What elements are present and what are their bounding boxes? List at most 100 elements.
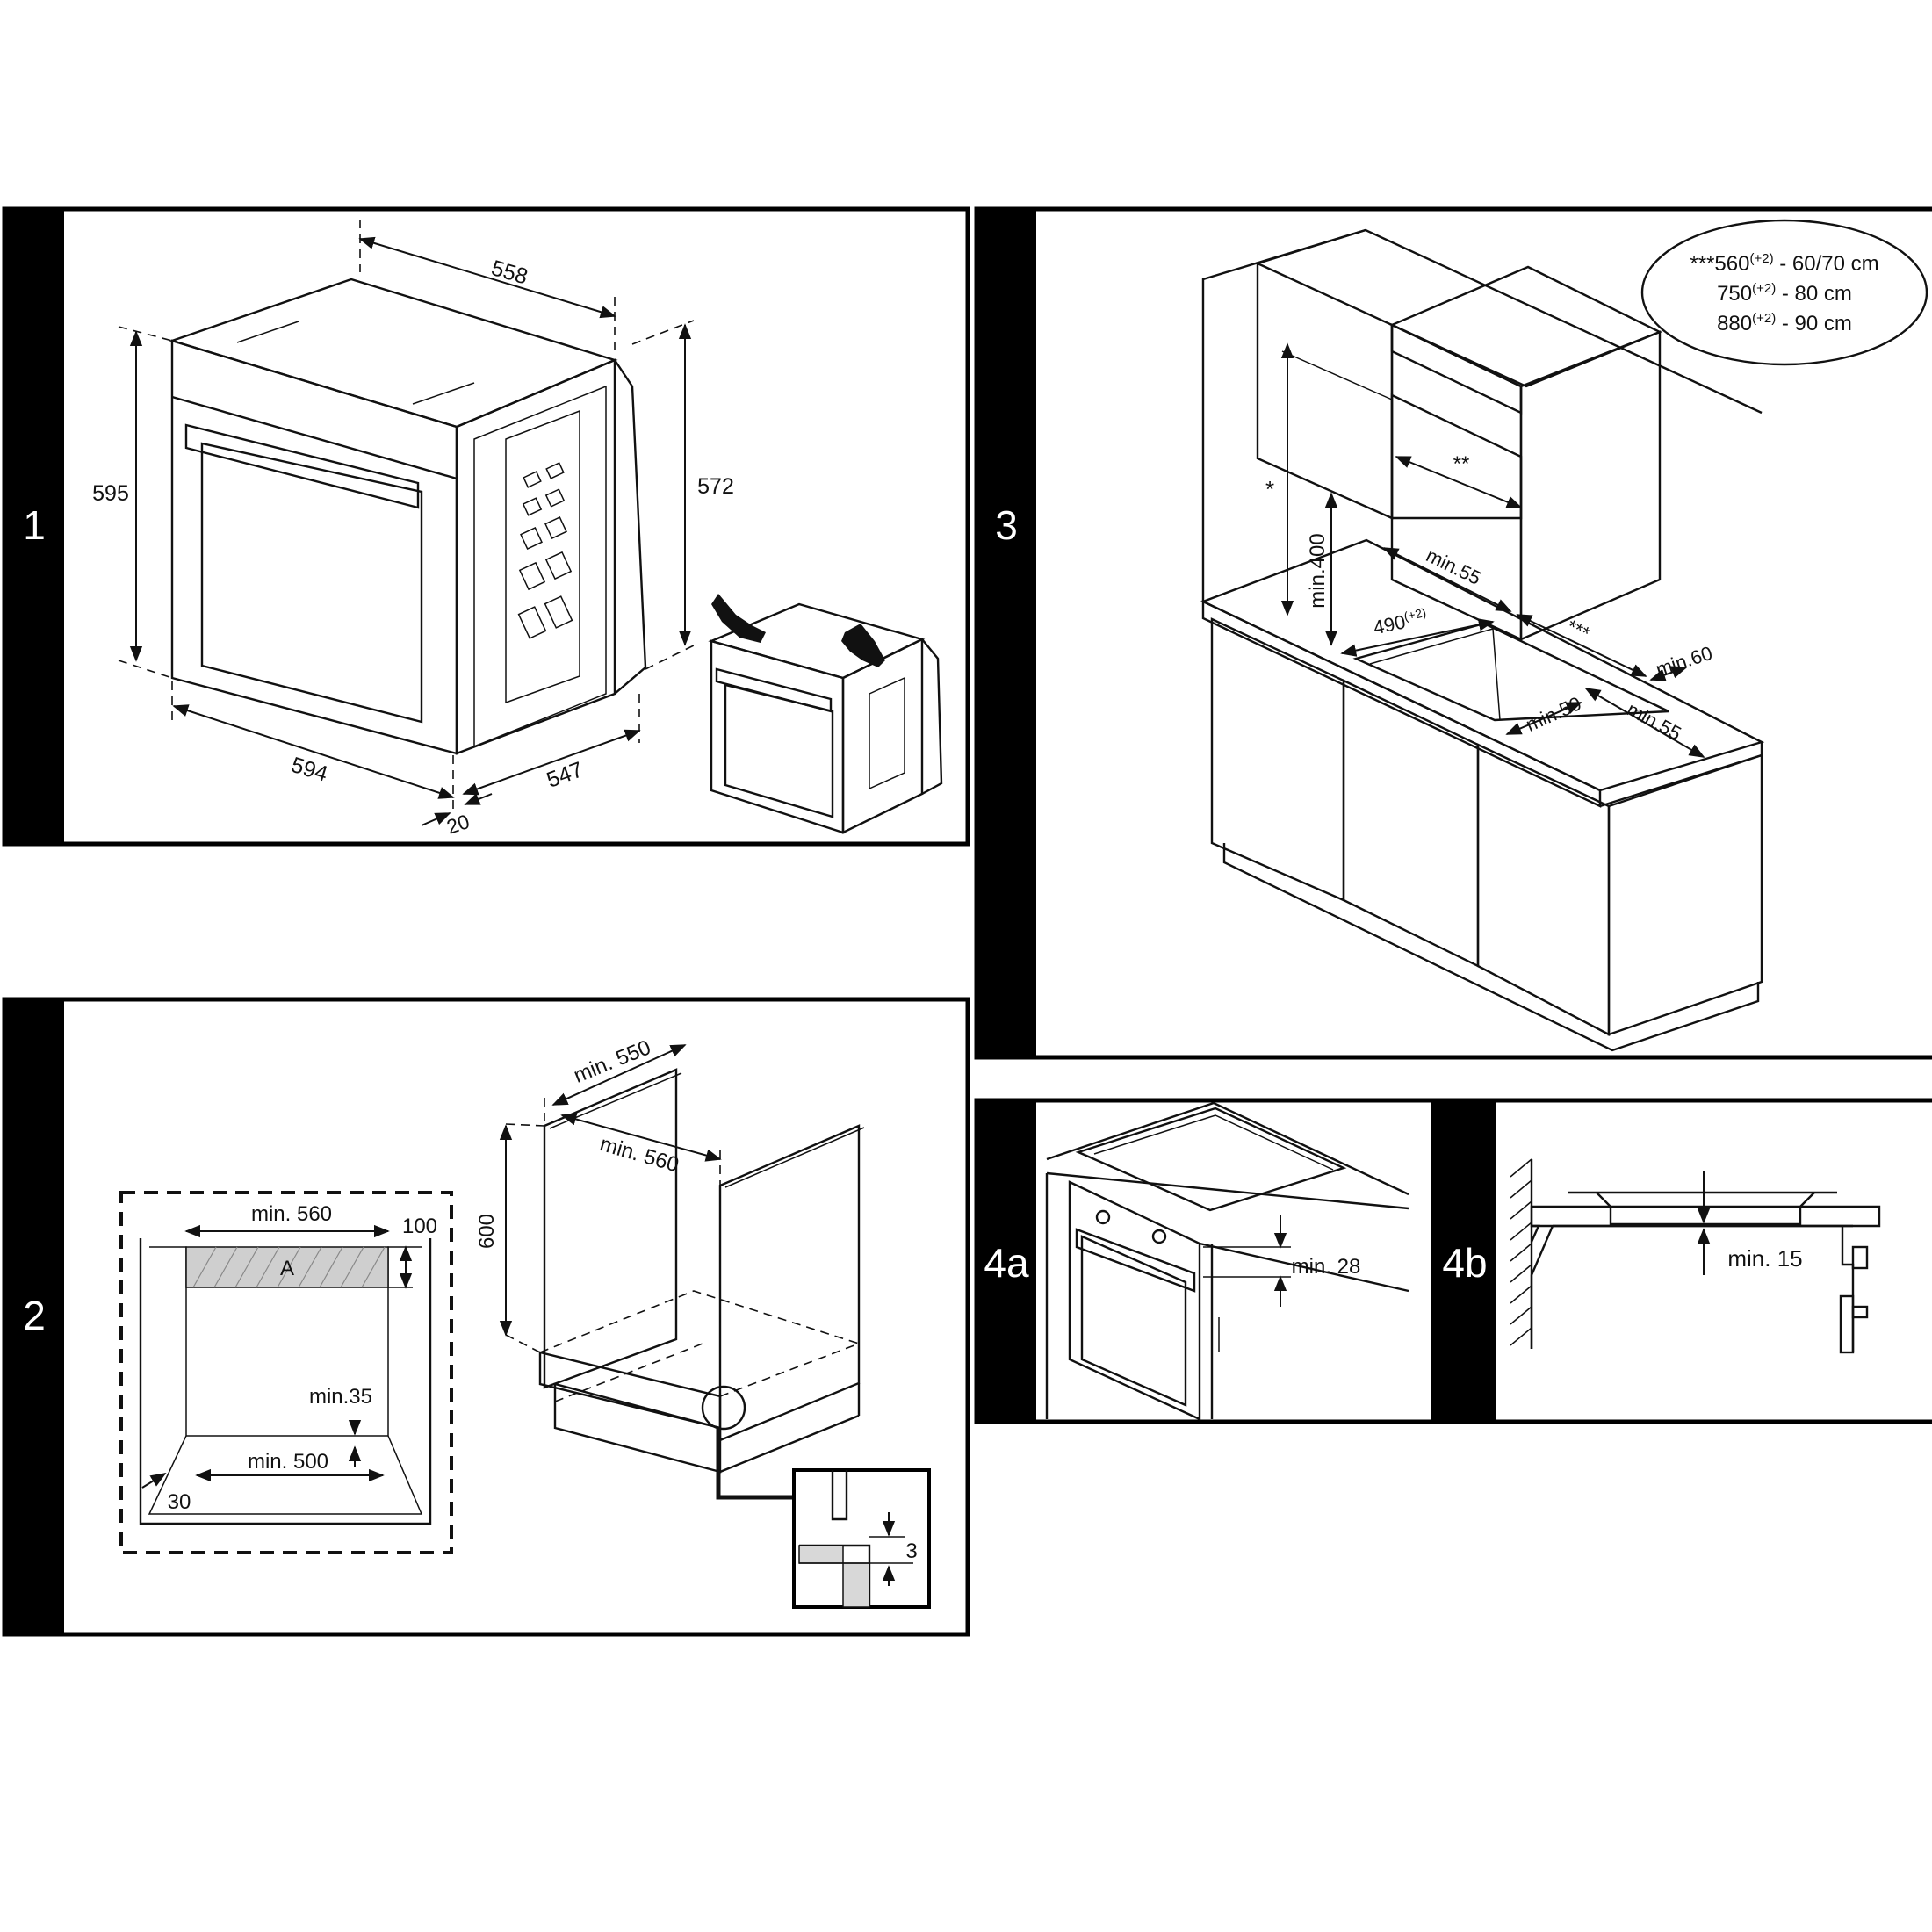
panel-4b-frame	[1431, 1098, 1932, 1424]
built-in-oven-handle	[1075, 1228, 1196, 1293]
hob-section-drawing	[1510, 1158, 1881, 1354]
min-28-label: min. 28	[1292, 1255, 1361, 1279]
built-in-oven-front	[1068, 1180, 1201, 1421]
oven-side-vent-area	[505, 409, 580, 704]
dim-594-label: 594	[288, 753, 330, 787]
hob-oven-drawing	[1045, 1101, 1409, 1421]
oven-drawing-large	[169, 278, 647, 755]
dim-558-label: 558	[488, 256, 530, 289]
detail-3-label: 3	[905, 1539, 917, 1563]
upper-cabinet-side	[1519, 330, 1662, 641]
cabinet-iso-view	[499, 1044, 865, 1500]
oven-vent-slots	[517, 462, 573, 639]
min-550-label: min. 550	[570, 1035, 653, 1088]
hood-front	[1390, 323, 1523, 415]
oven-side-face	[455, 358, 616, 755]
panel-4a: 4a min. 28	[974, 1098, 1436, 1424]
small-oven-handle	[715, 667, 833, 713]
cutout-front-view	[119, 1191, 453, 1554]
panel-4a-frame	[974, 1098, 1436, 1424]
panel-4b-tab	[1433, 1100, 1496, 1422]
legend-ellipse	[1640, 219, 1928, 366]
bracket-lower	[1839, 1294, 1855, 1354]
cutout-dashed-outline	[119, 1191, 453, 1554]
panel-4b: 4b min. 15	[1431, 1098, 1932, 1424]
oven-side-panel	[473, 385, 607, 748]
min-500-label: min. 500	[248, 1450, 328, 1474]
oven-drawing-small	[708, 594, 943, 834]
base-door-1	[1210, 617, 1345, 902]
front-min-560-label: min. 560	[251, 1202, 332, 1226]
area-a-100-label: 100	[402, 1215, 437, 1238]
dimensions-panel-1	[118, 220, 695, 826]
dim-572-label: 572	[697, 474, 734, 499]
star-label: *	[1265, 476, 1274, 502]
cabinet-left-panel	[543, 1068, 678, 1389]
oven-knob-2-icon	[1151, 1229, 1167, 1244]
oven-side-flange	[614, 359, 647, 695]
hob-body	[1596, 1192, 1815, 1226]
small-oven-front	[710, 639, 845, 834]
oven-door-window	[200, 442, 423, 724]
panel-2-number: 2	[23, 1293, 46, 1338]
panel-1-tab	[4, 209, 64, 844]
oven-handle	[184, 423, 420, 509]
panel-4a-tab	[977, 1100, 1036, 1422]
min-60-label: min.60	[1653, 642, 1715, 681]
hob-cutout	[1352, 622, 1669, 722]
min-15-label: min. 15	[1727, 1245, 1802, 1272]
bracket-upper	[1851, 1245, 1869, 1270]
detail-box	[792, 1468, 931, 1609]
double-star-label: **	[1453, 452, 1470, 476]
oven-control-line	[171, 395, 458, 480]
oven-front-face	[170, 339, 458, 755]
panel-2-tab	[4, 999, 64, 1634]
small-oven-vents	[869, 676, 905, 790]
hand-right-icon	[841, 624, 885, 667]
panel-3-frame	[974, 206, 1932, 1060]
kitchen-drawing	[1200, 228, 1765, 1052]
legend-line-3: 880(+2) - 90 cm	[1717, 311, 1852, 335]
oven-top-vent-left	[236, 321, 299, 343]
cutout-outer	[139, 1238, 432, 1525]
small-oven-top	[708, 602, 926, 680]
min-35-label: min.35	[309, 1385, 372, 1409]
plinth	[1222, 843, 1760, 1052]
small-oven-window	[724, 683, 834, 818]
panel-1: 1	[2, 206, 970, 847]
hand-left-icon	[711, 594, 766, 643]
height-600-label: 600	[475, 1214, 499, 1249]
worktop-section	[1530, 1205, 1881, 1228]
left-30-label: 30	[168, 1490, 191, 1514]
area-a-hatched	[185, 1246, 389, 1288]
legend-line-2: 750(+2) - 80 cm	[1717, 281, 1852, 306]
legend-line-1: ***560(+2) - 60/70 cm	[1690, 251, 1878, 276]
panel-2: 2 min. 560 A 100 min.35	[2, 997, 970, 1637]
hood-body	[1390, 393, 1523, 520]
cabinet-plinth	[553, 1382, 722, 1474]
hob-top	[1075, 1107, 1347, 1212]
upper-cabinet-top	[1389, 265, 1662, 388]
small-oven-side	[841, 638, 924, 834]
base-side	[1607, 753, 1763, 1036]
panel-1-frame	[2, 206, 970, 847]
min-560-depth-label: min. 560	[597, 1132, 681, 1177]
oven-top-face	[169, 278, 618, 429]
panel-4b-number: 4b	[1442, 1240, 1487, 1286]
detail-callout-circle	[701, 1385, 746, 1431]
base-door-3	[1476, 743, 1611, 1036]
built-in-oven-window	[1080, 1235, 1187, 1407]
min-50-label: min.50	[1523, 692, 1585, 736]
detail-leader-line	[716, 1429, 794, 1500]
oven-top-vent-right	[412, 382, 475, 405]
cutout-490-label: 490(+2)	[1371, 605, 1429, 638]
panel-1-number: 1	[23, 502, 46, 548]
small-oven-flange	[921, 638, 943, 796]
panel-3: 3 ***560(+2) - 60/70 cm 750(+2) - 80 cm …	[974, 206, 1932, 1060]
oven-knob-1-icon	[1095, 1209, 1111, 1225]
dim-595-label: 595	[92, 481, 129, 506]
panel-4a-number: 4a	[984, 1240, 1029, 1286]
area-a-label: A	[280, 1257, 294, 1280]
wall-hatch	[1510, 1158, 1532, 1346]
panel-3-number: 3	[995, 502, 1018, 548]
